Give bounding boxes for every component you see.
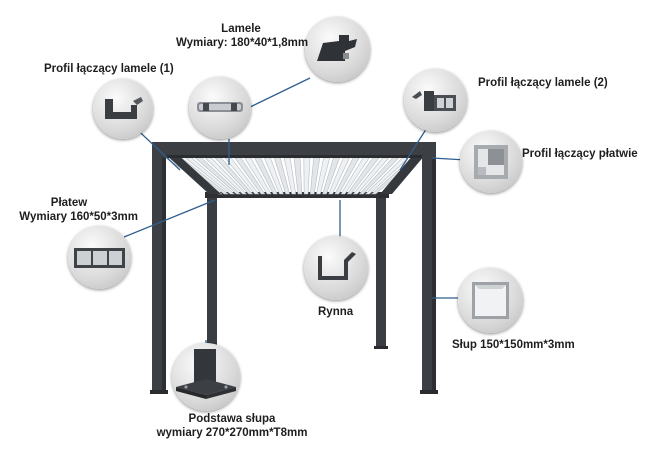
louver-slat — [293, 157, 303, 195]
post-back-right — [376, 196, 386, 348]
profil-2-label: Profil łączący lamele (2) — [478, 77, 608, 89]
rynna-label: Rynna — [318, 306, 354, 318]
beam-front — [152, 142, 436, 158]
beam-connector-icon — [460, 131, 522, 193]
profile-2-icon — [404, 69, 467, 132]
post-icon — [458, 268, 523, 333]
lamele-title: Lamele — [221, 23, 261, 35]
platew-label: Płatew Wymiary 160*50*3mm — [10, 196, 138, 224]
lamella-icon — [189, 77, 251, 139]
profil-1-label: Profil łączący lamele (1) — [44, 63, 174, 75]
profile-1-icon — [93, 79, 153, 139]
louver-slat — [303, 157, 311, 195]
podstawa-title: Podstawa słupa — [188, 413, 276, 425]
beam-icon — [68, 226, 131, 289]
lamele-label: Lamele Wymiary: 180*40*1,8mm — [176, 22, 309, 50]
gutter-icon — [304, 236, 368, 300]
beam-back — [205, 192, 389, 198]
post-base-icon — [172, 343, 240, 411]
podstawa-label: Podstawa słupa wymiary 270*270mm*T8mm — [144, 412, 320, 440]
lamella-section-icon — [305, 17, 370, 82]
slup-label: Słup 150*150mm*3mm — [452, 339, 575, 351]
podstawa-dimensions: wymiary 270*270mm*T8mm — [156, 427, 308, 439]
lamele-dimensions: Wymiary: 180*40*1,8mm — [176, 37, 309, 49]
profil-platwie-label: Profil łączący płatwie — [522, 148, 638, 160]
post-back-left — [207, 196, 217, 348]
platew-dimensions: Wymiary 160*50*3mm — [19, 211, 138, 223]
louver-group — [165, 157, 420, 195]
platew-title: Płatew — [50, 197, 88, 209]
